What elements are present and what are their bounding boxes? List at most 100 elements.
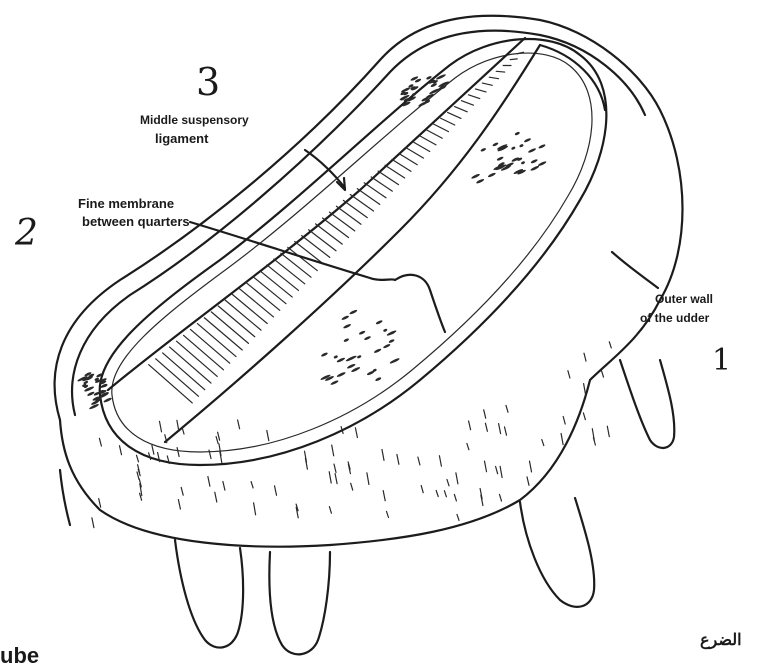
teat-front-left (175, 540, 243, 648)
shading-stroke (421, 486, 423, 493)
gland-dot (343, 338, 349, 343)
septum-hatch-line (489, 77, 498, 79)
gland-dot (374, 348, 382, 354)
septum-hatch-line (274, 259, 305, 284)
shading-stroke (92, 518, 94, 528)
shading-stroke (208, 477, 210, 487)
teat-back-far (620, 360, 674, 448)
shading-stroke (275, 486, 277, 496)
septum-hatch-line (455, 107, 468, 112)
septum-hatch-line (510, 59, 517, 60)
septum-hatch-line (218, 306, 255, 337)
gland-dot (476, 178, 485, 184)
gland-dot (375, 320, 383, 325)
gland-dot (330, 380, 339, 386)
gland-dot (388, 339, 395, 344)
septum-hatch-line (232, 294, 267, 323)
shading-stroke (216, 437, 218, 444)
shading-stroke (530, 461, 532, 472)
septum-hatch-line (225, 300, 261, 330)
septum-hatch-line (462, 101, 474, 106)
gland-dot (530, 165, 540, 171)
shading-stroke (137, 455, 139, 462)
gland-dot (375, 377, 382, 382)
septum-hatch-line (288, 247, 318, 270)
gland-dot (528, 147, 537, 153)
shading-stroke (469, 421, 471, 430)
shading-stroke (436, 491, 438, 497)
shading-stroke (329, 507, 331, 514)
shading-stroke (397, 455, 399, 465)
septum-hatch-line (448, 112, 461, 118)
shading-stroke (506, 405, 508, 412)
shading-stroke (467, 444, 469, 450)
gland-dot (530, 159, 538, 164)
gland-dot (418, 100, 429, 107)
septum-hatch-line (406, 148, 424, 159)
septum-hatch-line (323, 218, 349, 238)
label-outer-wall-line2: of the udder (640, 311, 710, 325)
label-middle-ligament-line1: Middle suspensory (140, 113, 249, 127)
label-number-3: 3 (196, 60, 220, 104)
gland-dot (471, 173, 481, 179)
shading-stroke (181, 487, 183, 495)
pointer-outer-wall (612, 252, 658, 288)
gland-dot (511, 146, 516, 150)
shading-stroke (568, 371, 570, 378)
gland-dot (492, 142, 499, 147)
gland-dot (351, 366, 361, 372)
septum-hatch-line (156, 359, 199, 397)
shading-stroke (177, 420, 179, 431)
label-number-1: 1 (712, 343, 731, 378)
gland-dot (389, 357, 400, 364)
shading-stroke (439, 456, 441, 467)
septum-hatch-line (427, 130, 443, 138)
gland-dot (538, 144, 546, 150)
septum-hatch-line (378, 171, 398, 185)
shading-stroke (607, 426, 609, 437)
shading-stroke (351, 483, 353, 490)
gland-dot (519, 144, 524, 148)
septum-hatch-line (413, 142, 430, 152)
septum-hatch-line (281, 253, 311, 277)
shading-stroke (335, 474, 337, 484)
shading-stroke (367, 473, 369, 485)
septum-hatch-line (309, 230, 336, 251)
shading-stroke (505, 427, 507, 435)
shading-stroke (177, 448, 179, 457)
gland-dot (336, 371, 346, 377)
shading-stroke (160, 421, 162, 432)
shading-stroke (583, 413, 585, 420)
septum-hatch-line (482, 83, 492, 85)
shading-stroke (215, 492, 217, 502)
shading-stroke (383, 491, 385, 501)
gland-dot (103, 397, 112, 403)
margin-text-bottom-right: الضرع (700, 632, 742, 650)
shading-stroke (485, 461, 487, 472)
shading-stroke (499, 424, 501, 434)
septum-hatch-line (336, 206, 361, 224)
septum-hatch-line (302, 236, 330, 258)
gland-dot (400, 87, 410, 94)
shading-stroke (500, 466, 502, 477)
septum-hatch-line (392, 159, 411, 171)
shading-stroke (267, 431, 269, 441)
gland-dot (333, 355, 338, 359)
septum-hatch-line (343, 200, 367, 217)
gland-dot (521, 161, 526, 165)
shading-stroke (602, 371, 604, 377)
label-outer-wall-line1: Outer wall (655, 292, 713, 306)
gland-dot (349, 309, 358, 315)
gland-dot (537, 161, 546, 167)
shading-stroke (99, 438, 101, 446)
shading-stroke (457, 514, 459, 520)
gland-dot (358, 330, 365, 335)
shading-stroke (542, 440, 544, 446)
septum-hatch-line (468, 95, 479, 99)
septum-hatch-line (295, 241, 324, 264)
shading-stroke (387, 511, 389, 517)
shading-stroke (444, 491, 446, 497)
septum-hatch-line (239, 288, 273, 317)
septum-hatch-line (316, 224, 343, 244)
